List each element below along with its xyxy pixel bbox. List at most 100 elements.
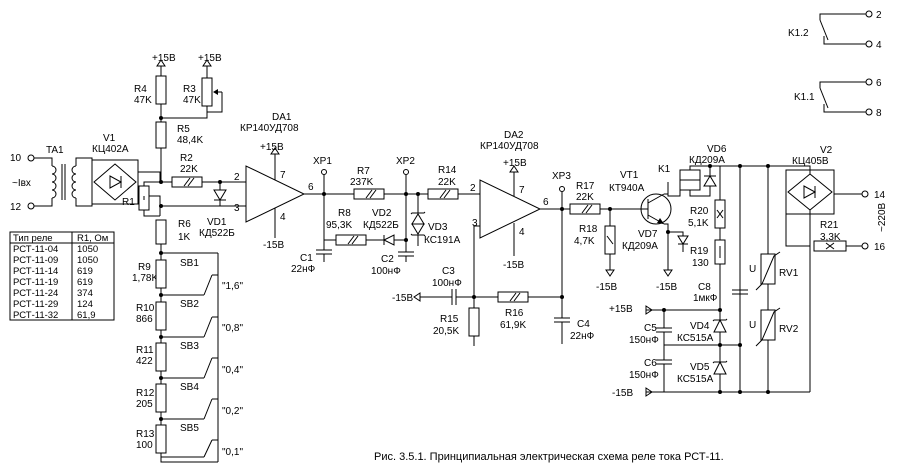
input-current-label: ~Iвх — [12, 178, 31, 189]
wire — [646, 382, 665, 393]
vd4-zener-bar — [712, 318, 728, 322]
p15-c5-label: +15В — [609, 304, 633, 315]
r2-value: 22K — [180, 164, 198, 175]
r13-resistor — [155, 424, 167, 454]
table-cell: РСТ-11-24 — [13, 288, 58, 299]
r19-value: 130 — [692, 258, 709, 269]
rv1-mark — [755, 251, 781, 291]
c3-label: C3 — [442, 266, 455, 277]
da1-pin7: 7 — [280, 170, 286, 181]
da2-m15: -15В — [503, 260, 524, 271]
arrow-icon — [413, 292, 421, 302]
wire — [786, 165, 811, 174]
r20-mark — [716, 209, 724, 219]
r7-label: R7 — [357, 166, 370, 177]
r5-label: R5 — [177, 124, 190, 135]
r2-label: R2 — [180, 153, 193, 164]
r17-value: 22K — [576, 192, 594, 203]
svg-text:SB1: SB1 — [180, 258, 199, 269]
r3-value: 47K — [183, 95, 201, 106]
vt1-emitter-arrow — [657, 218, 664, 224]
wire — [668, 231, 684, 236]
r4-value: 47K — [134, 95, 152, 106]
wire — [823, 104, 866, 113]
r6-value: 1K — [178, 232, 191, 243]
node — [766, 390, 770, 394]
node — [708, 164, 712, 168]
terminal-6-label: 6 — [876, 78, 882, 89]
vd2-diode — [382, 234, 395, 246]
r5-resistor — [155, 121, 167, 149]
r8-mark — [347, 235, 355, 245]
k1-label: K1 — [658, 164, 671, 175]
node — [159, 204, 163, 208]
vd5-zener — [713, 360, 727, 375]
table-cell: 61,9 — [77, 310, 96, 321]
wire — [138, 171, 161, 182]
vd5-value: КС515А — [677, 374, 714, 385]
wire — [161, 200, 221, 207]
node — [718, 390, 722, 394]
node — [738, 390, 742, 394]
da1-p15: +15В — [260, 142, 284, 153]
c3-value: 100нФ — [432, 278, 462, 289]
table-cell: 619 — [77, 277, 93, 288]
vd6-label: VD6 — [707, 144, 727, 155]
wire — [75, 198, 93, 207]
da1-pin6: 6 — [308, 182, 314, 193]
figure-caption: Рис. 3.5.1. Принципиальная электрическая… — [374, 451, 724, 463]
svg-text:"0,8": "0,8" — [222, 323, 243, 334]
r10-label: R10 — [136, 303, 155, 314]
c2-value: 100нФ — [371, 266, 401, 277]
table-cell: 374 — [77, 288, 93, 299]
vd4-value: КС515А — [677, 333, 714, 344]
r12-resistor — [155, 383, 167, 413]
da2-p15: +15В — [503, 158, 527, 169]
r16-mark — [513, 292, 521, 302]
r10-resistor — [155, 301, 167, 331]
rv1-u-label: U — [749, 264, 756, 275]
vt1-collector — [647, 193, 665, 204]
vd4-label: VD4 — [690, 321, 710, 332]
vd6-diode — [703, 175, 717, 187]
vd3-label: VD3 — [428, 222, 448, 233]
r18-value: 4,7K — [574, 236, 595, 247]
r15-label: R15 — [440, 314, 459, 325]
table-cell: 1050 — [77, 255, 98, 266]
r14-label: R14 — [438, 165, 457, 176]
r10-value: 866 — [136, 314, 153, 325]
sb4-switch: SB4 "0,2" — [161, 382, 243, 420]
r7-mark — [369, 189, 377, 199]
r9-resistor — [155, 259, 167, 289]
wire — [206, 92, 223, 113]
rv2-mark — [755, 307, 781, 347]
terminal-14 — [861, 190, 869, 198]
svg-text:"0,1": "0,1" — [222, 447, 243, 458]
table-cell: РСТ-11-19 — [13, 277, 58, 288]
r12-label: R12 — [136, 388, 155, 399]
table-cell: РСТ-11-29 — [13, 299, 58, 310]
wire — [34, 157, 53, 166]
r17-mark — [585, 204, 593, 214]
da2-pin2: 2 — [470, 183, 476, 194]
m15-vt-label: -15В — [656, 282, 677, 293]
r4-resistor — [155, 75, 167, 105]
vt1-label: VT1 — [620, 170, 639, 181]
r15-value: 20,5K — [433, 326, 459, 337]
v1-diode — [109, 175, 123, 189]
da2-pin4: 4 — [519, 227, 525, 238]
svg-text:"0,2": "0,2" — [222, 406, 243, 417]
v1-label: V1 — [103, 133, 116, 144]
table-cell: 1050 — [77, 244, 98, 255]
m15-r18-label: -15В — [596, 282, 617, 293]
vd6-value: КД209А — [689, 155, 725, 166]
r9-label: R9 — [138, 262, 151, 273]
wire — [819, 81, 866, 88]
c1-label: C1 — [300, 253, 313, 264]
p15-r4-label: +15В — [152, 53, 176, 64]
r18-mark — [606, 235, 614, 245]
svg-text:SB3: SB3 — [180, 341, 199, 352]
r2-mark — [183, 177, 191, 187]
c4-label: C4 — [577, 319, 590, 330]
